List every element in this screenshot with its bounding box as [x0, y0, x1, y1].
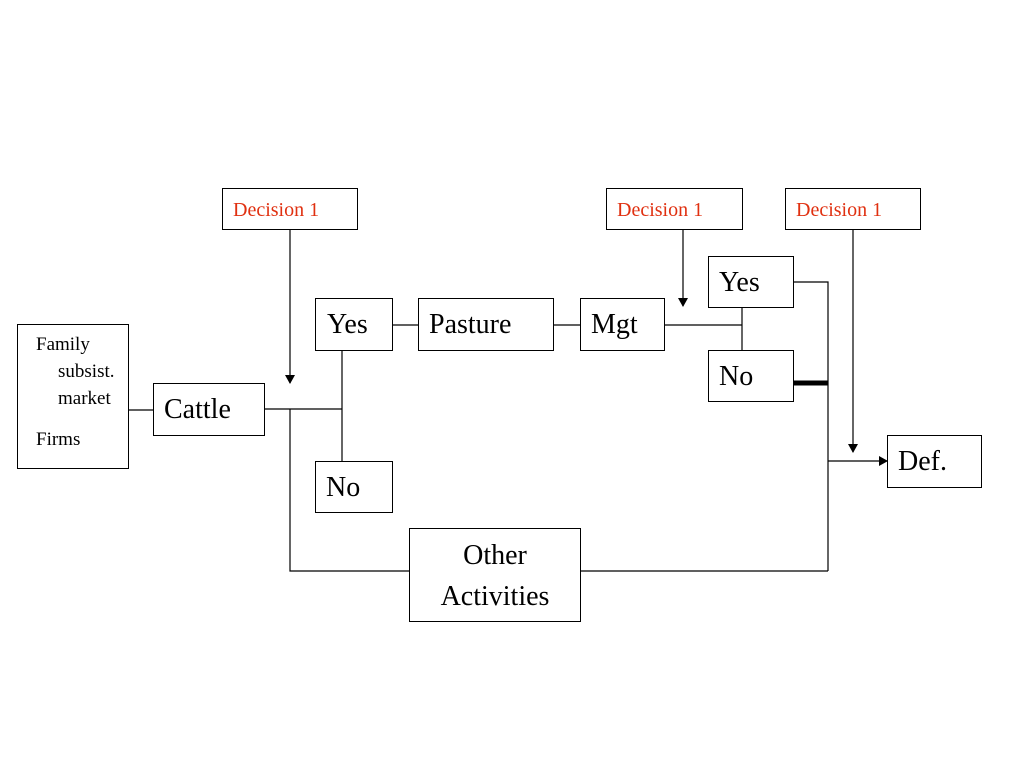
source-firms: Firms	[36, 429, 81, 450]
node-no-cattle-label: No	[326, 472, 361, 503]
node-other-label-2: Activities	[440, 581, 550, 612]
node-mgt-label: Mgt	[591, 309, 638, 340]
node-cattle-label: Cattle	[164, 394, 231, 425]
node-def: Def.	[887, 435, 982, 488]
source-box: Family subsist. market Firms	[17, 324, 129, 469]
node-pasture-label: Pasture	[429, 309, 512, 340]
node-yes-top-label: Yes	[327, 309, 368, 340]
node-no-cattle: No	[315, 461, 393, 513]
node-no-mgt: No	[708, 350, 794, 402]
node-other-activities: Other Activities	[409, 528, 581, 622]
decision-box-3: Decision 1	[785, 188, 921, 230]
node-other-label-1: Other	[463, 540, 527, 571]
connector-yes-to-def	[793, 281, 829, 571]
node-cattle: Cattle	[153, 383, 265, 436]
node-yes-mgt: Yes	[708, 256, 794, 308]
node-yes-top: Yes	[315, 298, 393, 351]
connector-cattle-other	[289, 409, 410, 572]
decision-label-3: Decision 1	[796, 199, 883, 221]
decision-label-1: Decision 1	[233, 199, 320, 221]
node-pasture: Pasture	[418, 298, 554, 351]
decision-box-2: Decision 1	[606, 188, 743, 230]
decision-box-1: Decision 1	[222, 188, 358, 230]
source-subsist: subsist.	[58, 361, 115, 382]
node-no-mgt-label: No	[719, 361, 754, 392]
node-mgt: Mgt	[580, 298, 665, 351]
node-yes-mgt-label: Yes	[719, 267, 760, 298]
node-def-label: Def.	[898, 446, 947, 477]
source-family: Family	[36, 334, 90, 355]
decision-label-2: Decision 1	[617, 199, 704, 221]
source-market: market	[58, 388, 111, 409]
